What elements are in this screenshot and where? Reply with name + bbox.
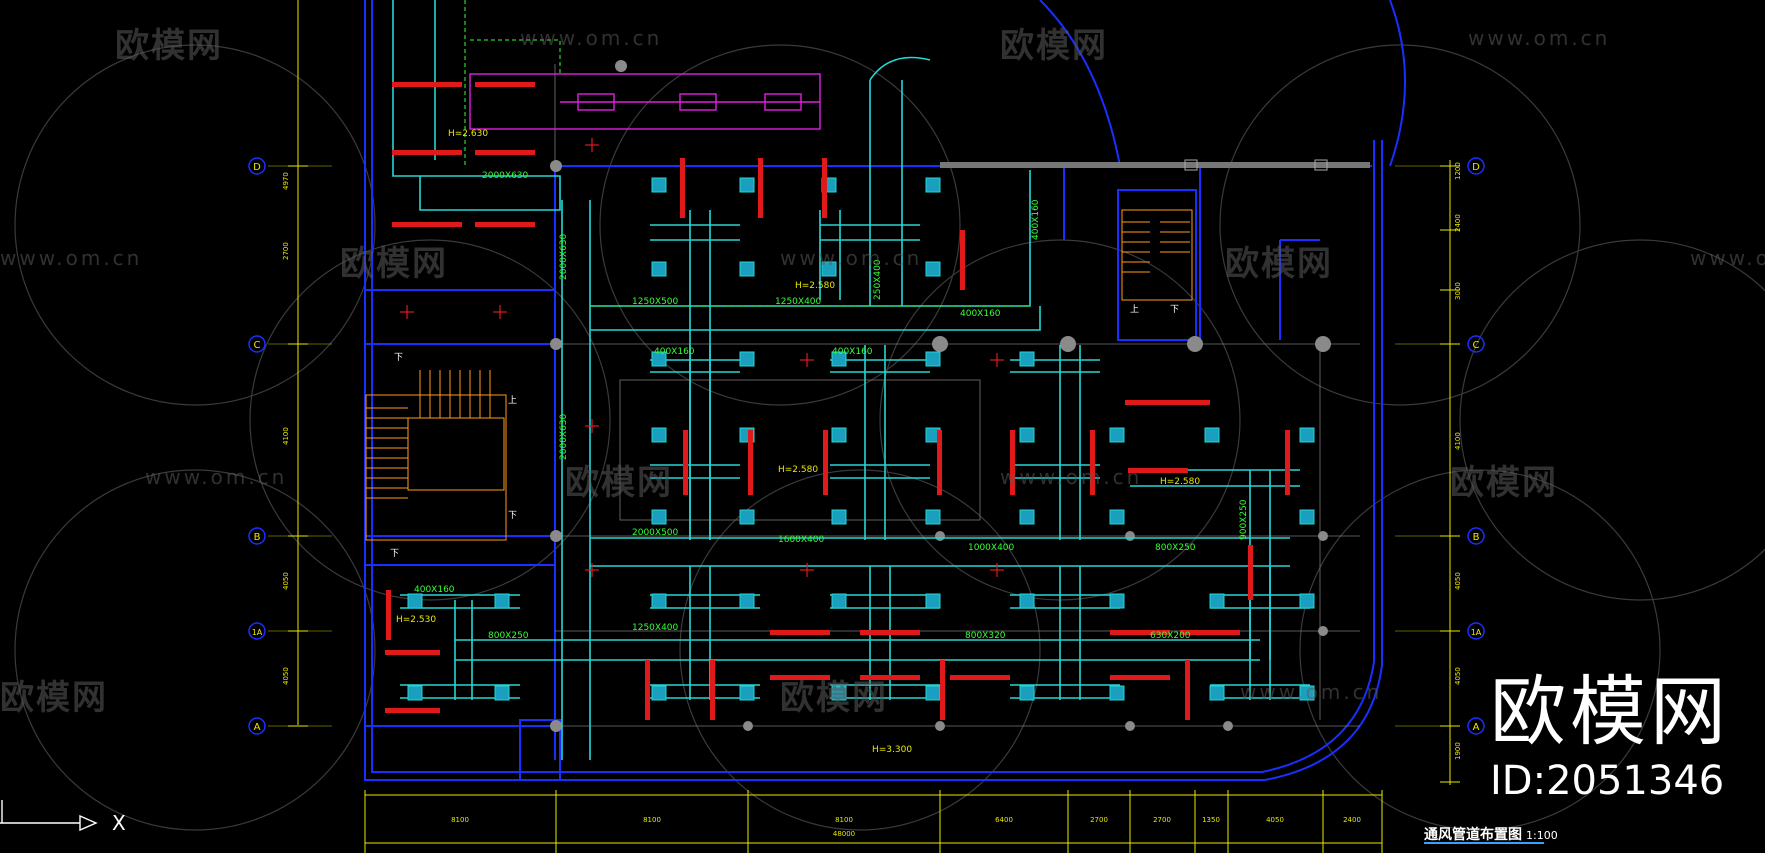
stair-note: 下 <box>390 549 399 559</box>
dim-label: 4050 <box>1266 816 1284 824</box>
duct-label: 2000X630 <box>482 171 529 181</box>
duct-label: 400X160 <box>832 347 873 357</box>
grid-row-label: A <box>1473 722 1480 733</box>
stair-note: 下 <box>1170 305 1179 315</box>
duct-size-labels: 2000X630 2000X630 2000X630 1250X500 1250… <box>414 171 1249 641</box>
right-dimension-labels: 1200 2400 3000 4100 4050 4050 1900 <box>1454 162 1462 760</box>
dim-label: 6400 <box>995 816 1013 824</box>
dim-label: 4100 <box>1454 432 1462 450</box>
drawing-title: 通风管道布置图 <box>1424 827 1522 843</box>
bottom-dimension-chain <box>364 790 1383 853</box>
elev-label: H=2.580 <box>1160 477 1200 487</box>
dim-label: 1200 <box>1454 162 1462 180</box>
elev-label: H=2.630 <box>448 129 488 139</box>
elev-label: H=3.300 <box>872 745 912 755</box>
dim-label: 8100 <box>451 816 469 824</box>
grid-bubbles-right: D C B 1A A <box>1467 157 1485 735</box>
stair-note: 上 <box>1130 304 1139 315</box>
duct-label: 800X250 <box>488 631 529 641</box>
grid-axis-lines <box>268 165 1460 727</box>
drawing-scale: 1:100 <box>1526 829 1558 842</box>
duct-label: 1250X400 <box>775 297 822 307</box>
dim-label: 4050 <box>282 667 290 685</box>
dim-label: 4050 <box>1454 572 1462 590</box>
duct-label: 1250X500 <box>632 297 679 307</box>
grid-row-label: B <box>254 532 261 543</box>
air-diffusers <box>407 177 1315 701</box>
dim-label: 4970 <box>282 172 290 190</box>
grid-row-label: A <box>254 722 261 733</box>
dim-label: 4100 <box>282 427 290 445</box>
brand-id: ID:2051346 <box>1490 758 1725 804</box>
duct-label: 400X160 <box>414 585 455 595</box>
return-line <box>464 0 1030 307</box>
duct-label: 2000X630 <box>559 233 569 280</box>
elevation-labels: H=2.630 H=2.580 H=2.580 H=2.530 H=2.580 … <box>396 129 1200 755</box>
dim-label: 4050 <box>1454 667 1462 685</box>
brand-overlay: 欧模网 ID:2051346 <box>1490 667 1730 805</box>
grid-row-label: C <box>1473 340 1480 351</box>
grid-row-label: 1A <box>252 628 263 637</box>
structural-columns <box>550 60 1331 732</box>
duct-label: 2000X630 <box>559 413 569 460</box>
duct-label: 1600X400 <box>778 535 825 545</box>
grid-row-label: D <box>253 162 261 173</box>
duct-label: 630X200 <box>1150 631 1191 641</box>
dim-label: 2400 <box>1343 816 1361 824</box>
ucs-axis-icon <box>0 800 98 832</box>
grid-row-label: D <box>1472 162 1480 173</box>
watermark-circles <box>14 44 1765 831</box>
dim-label: 2700 <box>1153 816 1171 824</box>
duct-label: 400X160 <box>654 347 695 357</box>
drawing-title-block: 通风管道布置图 1:100 <box>1424 824 1558 844</box>
duct-label: 2000X500 <box>632 528 679 538</box>
stair-note: 下 <box>508 511 517 521</box>
dim-label: 8100 <box>643 816 661 824</box>
brand-name: 欧模网 <box>1490 667 1730 756</box>
supply-ducts <box>392 0 1310 760</box>
dim-label: 3000 <box>1454 282 1462 300</box>
stair-note: 下 <box>394 353 403 363</box>
exhaust-duct <box>469 73 821 130</box>
grid-row-label: C <box>254 340 261 351</box>
dim-label: 2700 <box>282 242 290 260</box>
top-beam-band <box>940 159 1370 171</box>
title-underline <box>1424 842 1544 844</box>
stair-notes: 下 上 下 上 下 下 <box>390 304 1179 559</box>
dim-label: 8100 <box>835 816 853 824</box>
dim-total-label: 48000 <box>833 830 855 838</box>
light-fixtures <box>400 138 1004 577</box>
axis-x-label: X <box>112 811 126 835</box>
duct-label: 1250X400 <box>632 623 679 633</box>
duct-label: 800X320 <box>965 631 1006 641</box>
linear-grilles <box>385 82 1290 720</box>
grid-row-label: B <box>1473 532 1480 543</box>
dim-label: 2700 <box>1090 816 1108 824</box>
duct-label: 250X400 <box>873 259 883 300</box>
left-dimension-labels: 4970 2700 4100 4050 4050 <box>282 172 290 685</box>
grid-bubbles-left: D C B 1A A <box>248 157 266 735</box>
dim-label: 1900 <box>1454 742 1462 760</box>
duct-label: 400X160 <box>1031 199 1041 240</box>
grid-row-label: 1A <box>1471 628 1482 637</box>
duct-label: 400X160 <box>960 309 1001 319</box>
elev-label: H=2.530 <box>396 615 436 625</box>
stair-left <box>365 370 507 541</box>
duct-label: 1000X400 <box>968 543 1015 553</box>
dim-label: 4050 <box>282 572 290 590</box>
dim-label: 1350 <box>1202 816 1220 824</box>
elev-label: H=2.580 <box>778 465 818 475</box>
duct-label: 800X250 <box>1155 543 1196 553</box>
stair-note: 上 <box>508 395 517 406</box>
stair-right <box>1121 209 1193 301</box>
elev-label: H=2.580 <box>795 281 835 291</box>
dim-label: 2400 <box>1454 214 1462 232</box>
bottom-dimension-labels: 8100 8100 8100 6400 2700 2700 1350 4050 … <box>451 816 1361 838</box>
duct-label: 900X250 <box>1239 499 1249 540</box>
